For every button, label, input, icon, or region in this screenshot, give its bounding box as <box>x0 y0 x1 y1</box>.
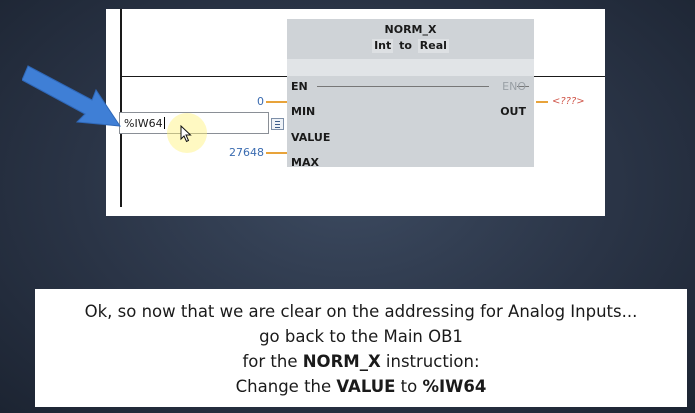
norm-x-function-block[interactable]: NORM_X Int to Real EN MIN VALUE MAX ENO … <box>287 19 534 169</box>
out-wire <box>536 101 548 103</box>
pin-en: EN <box>291 80 308 93</box>
max-wire <box>266 152 287 154</box>
eno-connector <box>517 86 529 87</box>
pin-max: MAX <box>291 156 319 169</box>
text-caret <box>163 117 165 129</box>
block-header-band <box>287 59 534 76</box>
min-parameter[interactable]: 0 <box>257 95 264 108</box>
rung-line-left <box>122 76 288 77</box>
blue-pointer-arrow-icon <box>22 65 121 127</box>
instruction-caption: Ok, so now that we are clear on the addr… <box>35 289 687 407</box>
pin-out: OUT <box>500 105 526 118</box>
out-parameter[interactable]: <???> <box>552 96 585 107</box>
pin-min: MIN <box>291 105 316 118</box>
list-picker-icon[interactable] <box>271 118 284 130</box>
type-separator: to <box>399 39 412 52</box>
value-operand-input[interactable]: %IW64 <box>119 112 269 134</box>
rung-line-right <box>532 76 605 77</box>
mouse-cursor-icon <box>180 125 192 143</box>
type-output[interactable]: Real <box>417 39 449 53</box>
type-input[interactable]: Int <box>372 39 394 53</box>
caption-line-3: for the NORM_X instruction: <box>242 352 480 371</box>
caption-line-2: go back to the Main OB1 <box>259 327 463 346</box>
en-eno-connector <box>317 86 489 87</box>
value-operand-text: %IW64 <box>124 117 165 130</box>
caption-line-1: Ok, so now that we are clear on the addr… <box>84 302 638 321</box>
pin-eno: ENO <box>502 80 526 93</box>
power-rail-left <box>120 9 122 207</box>
caption-line-4: Change the VALUE to %IW64 <box>235 377 487 396</box>
block-name: NORM_X <box>384 23 437 36</box>
ladder-network: NORM_X Int to Real EN MIN VALUE MAX ENO … <box>106 9 605 216</box>
pin-value: VALUE <box>291 131 331 144</box>
min-wire <box>266 101 287 103</box>
max-parameter[interactable]: 27648 <box>229 146 264 159</box>
block-data-types[interactable]: Int to Real <box>287 39 534 53</box>
